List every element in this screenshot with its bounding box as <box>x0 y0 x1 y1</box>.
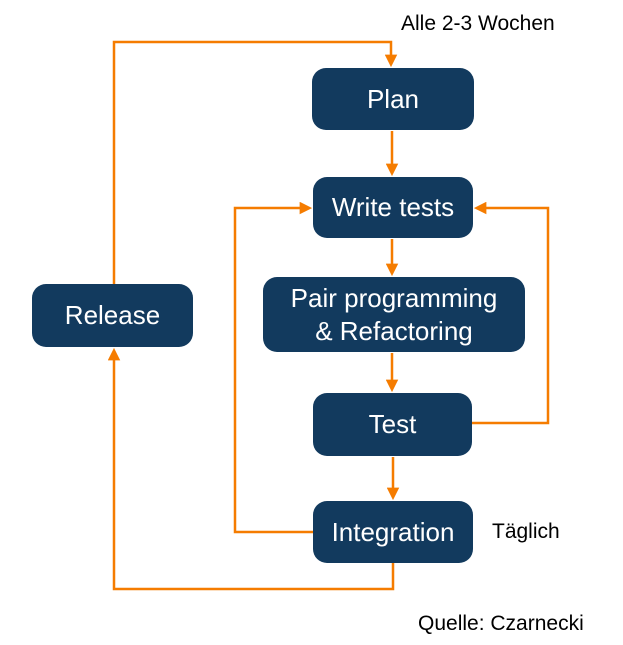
edge-integration-to-write-tests <box>233 201 313 534</box>
daily-label: Täglich <box>492 520 560 543</box>
node-plan: Plan <box>312 68 474 130</box>
node-release: Release <box>32 284 193 347</box>
cycle-duration-label: Alle 2-3 Wochen <box>401 12 555 35</box>
node-write-tests: Write tests <box>313 177 473 238</box>
node-integration: Integration <box>313 501 473 563</box>
node-test: Test <box>313 393 472 456</box>
source-credit-label: Quelle: Czarnecki <box>418 612 584 635</box>
node-pair-programming: Pair programming & Refactoring <box>263 277 525 352</box>
